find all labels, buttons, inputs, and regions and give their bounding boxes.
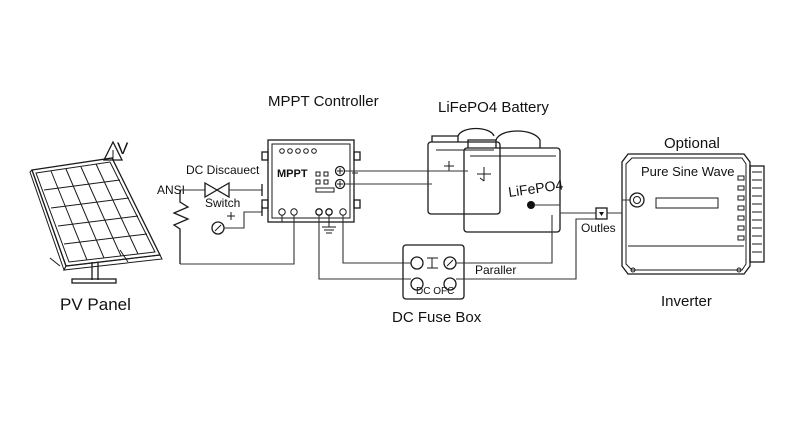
switch-label: Switch (205, 196, 240, 210)
mppt-controller-label: MPPT Controller (268, 93, 379, 110)
battery-pack (427, 127, 561, 233)
voltage-label: V (117, 139, 129, 158)
voltage-triangle-icon (102, 140, 124, 161)
pure-sine-wave-label: Pure Sine Wave (641, 164, 734, 179)
mppt-controller (261, 139, 361, 223)
mppt-display-text: MPPT (277, 168, 308, 180)
resistor-icon (172, 190, 190, 264)
inverter-label: Inverter (661, 293, 712, 310)
switch-meter-icon (211, 206, 263, 235)
optional-label: Optional (664, 135, 720, 152)
ground-icon (322, 215, 336, 234)
paraller-label: Paraller (475, 263, 516, 277)
battery-title-label: LiFePO4 Battery (438, 99, 549, 116)
dc-fuse-box (402, 244, 465, 300)
battery-body-label: LiFePO4 (507, 176, 564, 200)
ansi-label: ANSI (157, 183, 185, 197)
dc-disconnect-label: DC Discauect (186, 163, 260, 177)
dc-disconnect-valve-icon (204, 181, 230, 199)
inverter (621, 153, 765, 275)
outles-label: Outles (581, 221, 616, 235)
outlet-box-icon (595, 207, 608, 220)
pv-panel-label: PV Panel (60, 295, 131, 314)
fuse-box-label: DC Fuse Box (392, 309, 482, 326)
pv-panel (29, 157, 163, 284)
dc-ofc-label: DC OFC (416, 286, 454, 297)
